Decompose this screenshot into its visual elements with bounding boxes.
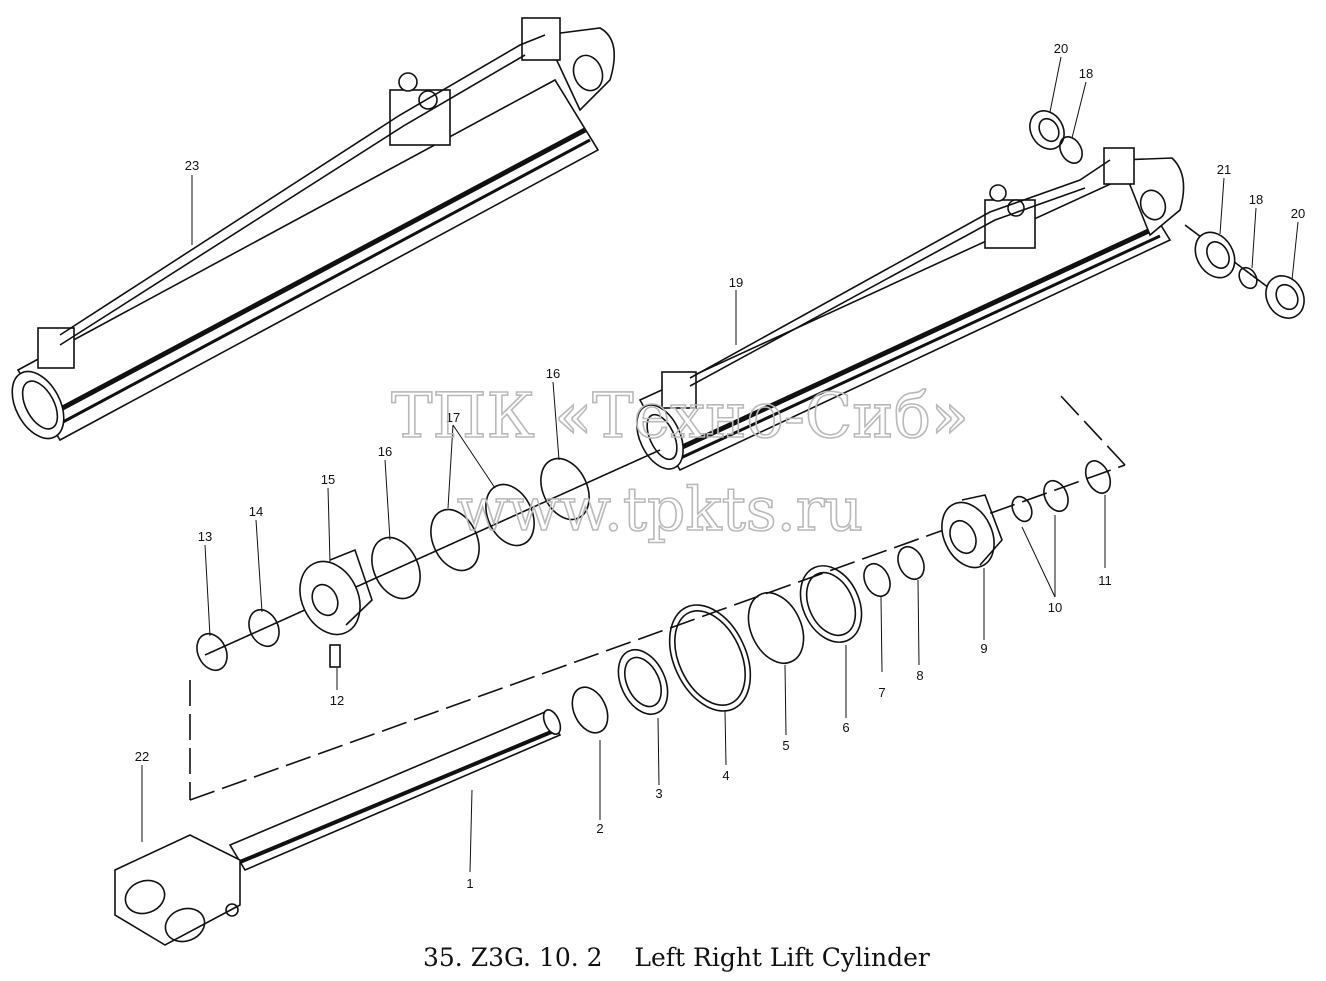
seal-rings-left — [196, 449, 661, 672]
callout-22: 22 — [135, 749, 149, 764]
callout-4: 4 — [722, 768, 729, 783]
callout-7: 7 — [878, 685, 885, 700]
callout-20-right: 20 — [1291, 206, 1305, 221]
callout-20-top: 20 — [1054, 41, 1068, 56]
cylinder-barrel-left — [11, 17, 616, 442]
callout-numbers: 23 19 20 18 21 18 20 16 17 16 15 14 13 1… — [135, 41, 1305, 891]
callout-14: 14 — [249, 504, 263, 519]
callout-1: 1 — [466, 876, 473, 891]
watermark-line2: www.tpkts.ru — [457, 475, 863, 545]
watermark-line1: ТПК «Техно-Сиб» — [391, 379, 969, 452]
figure-caption: 35. Z3G. 10. 2 Left Right Lift Cylinder — [423, 943, 930, 972]
callout-18-right: 18 — [1249, 192, 1263, 207]
callout-3: 3 — [655, 786, 662, 801]
callout-19: 19 — [729, 275, 743, 290]
callout-13: 13 — [198, 529, 212, 544]
top-bearing-parts — [1029, 110, 1305, 319]
callout-21: 21 — [1217, 162, 1231, 177]
callout-11: 11 — [1098, 573, 1112, 588]
callout-16-lower: 16 — [378, 444, 392, 459]
callout-8: 8 — [916, 668, 923, 683]
callout-leaders — [141, 56, 1299, 873]
callout-18-top: 18 — [1079, 66, 1093, 81]
cylinder-barrel-right — [636, 147, 1185, 472]
callout-15: 15 — [321, 472, 335, 487]
seal-rings-right — [189, 394, 1126, 801]
callout-6: 6 — [842, 720, 849, 735]
callout-17: 17 — [446, 410, 460, 425]
piston-rod — [114, 709, 562, 946]
callout-2: 2 — [596, 821, 603, 836]
watermark: ТПК «Техно-Сиб» www.tpkts.ru — [390, 378, 969, 546]
callout-10: 10 — [1048, 600, 1062, 615]
callout-23: 23 — [185, 158, 199, 173]
callout-9: 9 — [980, 641, 987, 656]
callout-16-upper: 16 — [546, 366, 560, 381]
callout-5: 5 — [782, 738, 789, 753]
callout-12: 12 — [330, 693, 344, 708]
